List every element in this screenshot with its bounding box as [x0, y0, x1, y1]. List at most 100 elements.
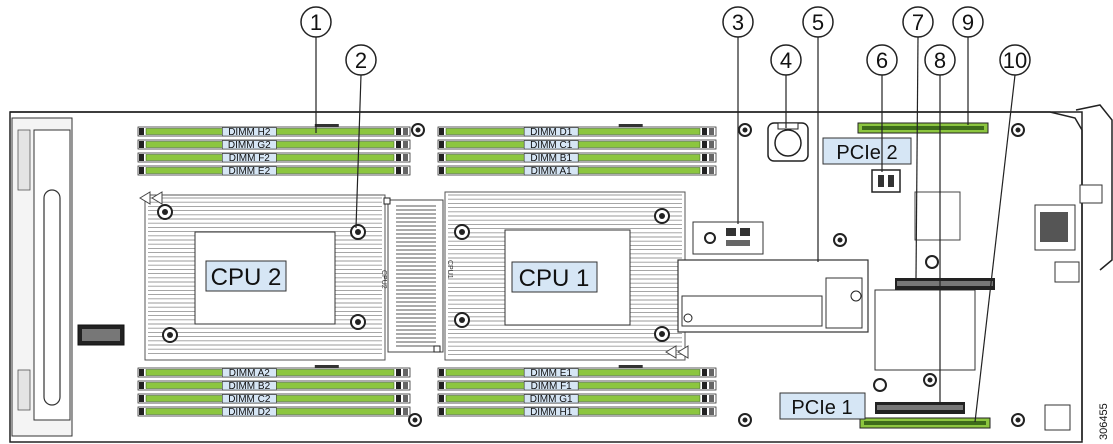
pcie2-slot — [857, 122, 989, 134]
cpu1-label-box — [511, 261, 598, 293]
pcie2-label-box — [822, 137, 912, 165]
callout-circle — [770, 44, 802, 76]
cpu2-screw-bl — [162, 327, 178, 343]
cpu1-screw-bl — [454, 312, 470, 328]
callout-circle — [902, 6, 934, 38]
trusted-platform-header — [692, 221, 764, 255]
callout-number: 7 — [912, 10, 924, 35]
dimm-label-box — [523, 407, 579, 417]
dimm-label-box — [523, 140, 579, 150]
callout-circle — [924, 44, 956, 76]
dimm-slot: DIMM H1 — [437, 406, 717, 418]
callout-10: 10 — [999, 44, 1031, 76]
callout-number: 1 — [310, 10, 322, 35]
m2-storage-module — [677, 259, 869, 333]
rtc-battery — [767, 122, 809, 162]
callout-number: 8 — [934, 48, 946, 73]
dimm-slot: DIMM A2 — [137, 365, 411, 379]
callout-circle — [802, 6, 834, 38]
dimm-slot: DIMM B1 — [437, 152, 717, 164]
callout-1: 1 — [300, 6, 332, 38]
mounting-hole — [923, 373, 937, 387]
callout-leader-line — [915, 36, 919, 279]
callout-leader-line — [355, 74, 362, 229]
callout-number: 6 — [876, 48, 888, 73]
dimm-label: DIMM C1 — [530, 140, 573, 151]
cpu2-screw-tr — [350, 224, 366, 240]
cpu2-label-box — [205, 260, 287, 292]
mounting-hole — [408, 413, 422, 427]
callout-9: 9 — [952, 6, 984, 38]
mounting-holes — [408, 123, 1025, 427]
cpu1-label: CPU 1 — [519, 265, 590, 292]
pcie1-label-box — [779, 392, 866, 420]
pcie1-slot — [859, 417, 991, 429]
dimm-slot: DIMM E2 — [137, 165, 411, 177]
cpu1-screw-tl — [454, 224, 470, 240]
mounting-hole — [738, 413, 752, 427]
dimm-label-box — [222, 407, 277, 417]
callout-circle — [952, 6, 984, 38]
callout-5: 5 — [802, 6, 834, 38]
dimm-slot: DIMM C2 — [137, 393, 411, 405]
dimm-slot: DIMM F2 — [137, 152, 411, 164]
dimm-label: DIMM D2 — [228, 407, 271, 418]
cpu1-screw-tr — [654, 208, 670, 224]
mounting-hole — [1011, 413, 1025, 427]
cpu1-silkscreen: CPU1 — [446, 260, 453, 279]
callout-number: 4 — [780, 48, 792, 73]
dimm-label-box — [523, 381, 579, 391]
small-connector — [871, 169, 901, 193]
dimm-slot: DIMM A1 — [437, 165, 717, 177]
dimm-label-box — [523, 153, 579, 163]
cpu2-silkscreen: CPU2 — [380, 270, 387, 289]
dimm-slot: DIMM G2 — [137, 139, 411, 151]
dimm-label: DIMM G2 — [228, 140, 271, 151]
pcie1-label: PCIe 1 — [791, 397, 852, 419]
dimm-slot: DIMM F1 — [437, 380, 717, 392]
cpu2-screw-tl — [157, 204, 173, 220]
dimm-label: DIMM B2 — [228, 381, 270, 392]
center-grille — [383, 197, 444, 353]
dimm-label-box — [222, 127, 277, 137]
mounting-hole — [833, 233, 847, 247]
dimm-label-box — [523, 368, 579, 378]
callout-number: 3 — [732, 10, 744, 35]
mezzanine-area — [873, 191, 995, 414]
dimm-label: DIMM H2 — [228, 127, 271, 138]
pcie2-label: PCIe 2 — [836, 142, 897, 164]
dimm-slot: DIMM D1 — [437, 124, 717, 138]
mounting-hole — [738, 123, 752, 137]
dimm-label-box — [222, 394, 277, 404]
callout-circle — [300, 6, 332, 38]
callout-number: 5 — [812, 10, 824, 35]
dimm-label-box — [523, 166, 579, 176]
callout-7: 7 — [902, 6, 934, 38]
cpu2-label: CPU 2 — [211, 264, 282, 291]
callout-leaders — [315, 36, 1016, 423]
dimm-label-box — [222, 153, 277, 163]
dimm-label: DIMM G1 — [530, 394, 573, 405]
cpu2-screw-br — [350, 314, 366, 330]
dimm-label-box — [222, 166, 277, 176]
dimm-label: DIMM H1 — [530, 407, 573, 418]
figure-id: 306455 — [1098, 403, 1110, 440]
dimm-slot: DIMM D2 — [137, 406, 411, 418]
callout-3: 3 — [722, 6, 754, 38]
dimm-label: DIMM A2 — [229, 368, 271, 379]
callout-number: 9 — [962, 10, 974, 35]
callout-circle — [722, 6, 754, 38]
dimm-slot: DIMM H2 — [137, 124, 411, 138]
dimm-label: DIMM E1 — [530, 368, 572, 379]
callout-circle — [866, 44, 898, 76]
rear-io — [1034, 104, 1113, 431]
dimm-slot: DIMM C1 — [437, 139, 717, 151]
callout-8: 8 — [924, 44, 956, 76]
dimm-label-box — [222, 381, 277, 391]
dimm-label: DIMM D1 — [530, 127, 573, 138]
mounting-hole — [411, 123, 425, 137]
cpu1-screw-br — [654, 326, 670, 342]
